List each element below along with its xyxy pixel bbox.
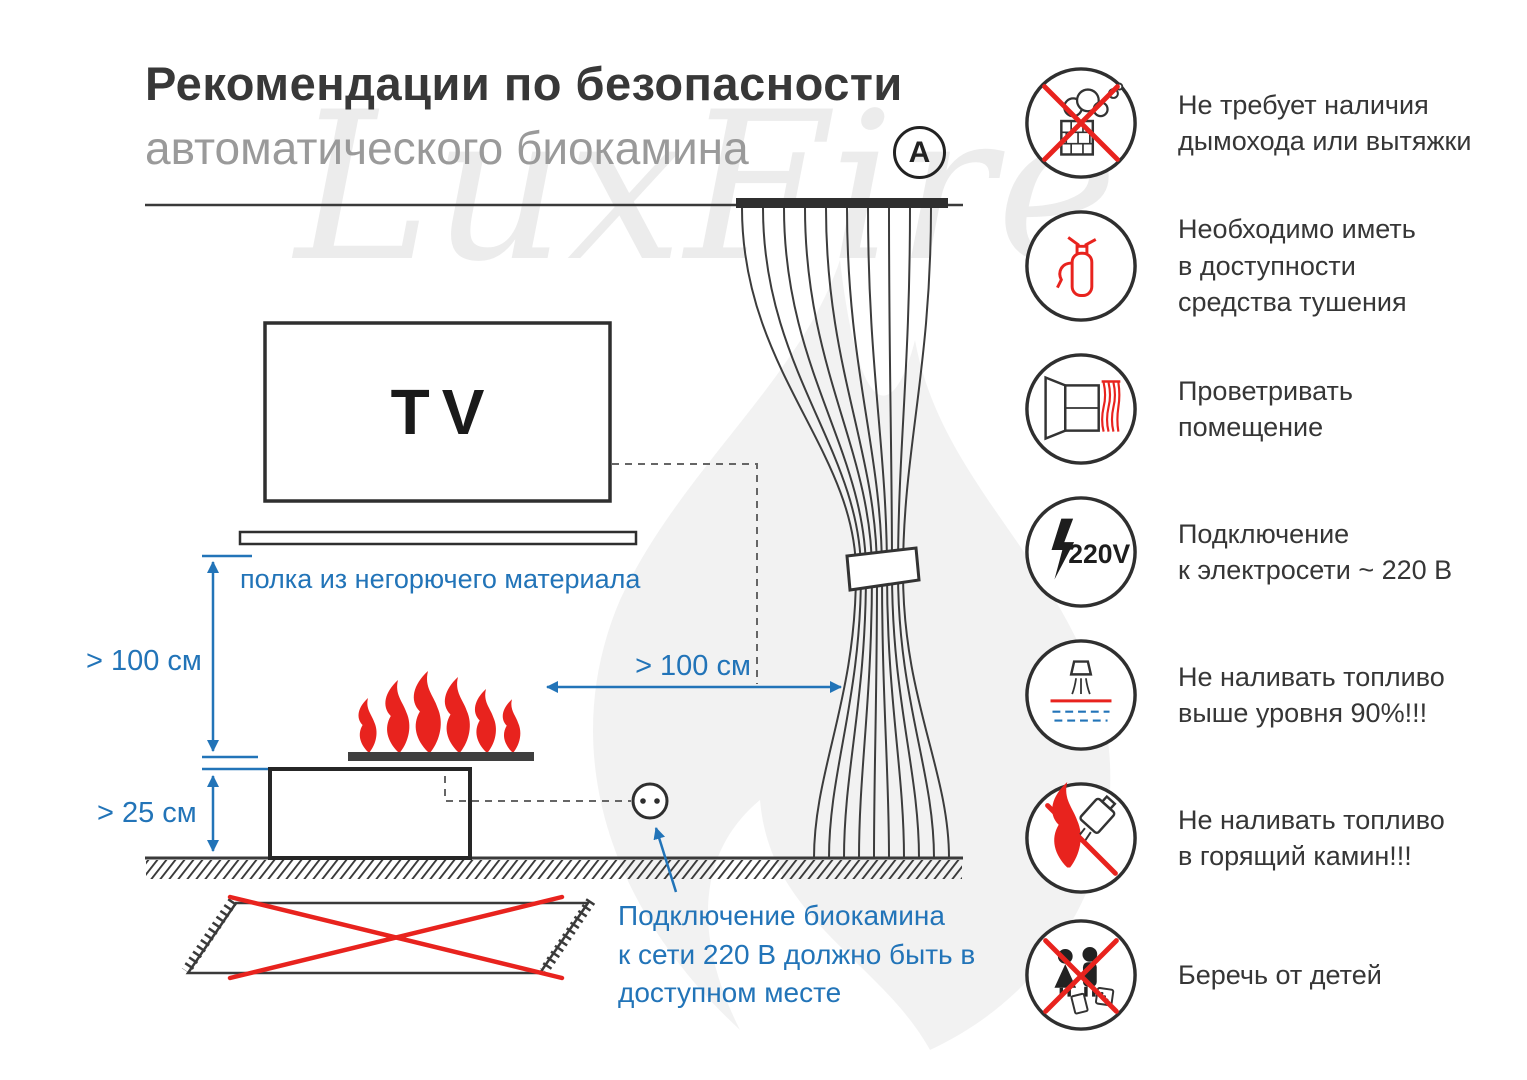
dimension-floor-height: > 25 см (97, 797, 197, 829)
socket-wiring-dashed (444, 776, 631, 802)
safety-item: Беречь от детей (1022, 916, 1382, 1034)
fireplace-body (268, 767, 472, 860)
page-title: Рекомендации по безопасности (145, 57, 903, 110)
safety-item: Проветривать помещение (1022, 350, 1353, 468)
shelf (238, 530, 638, 546)
power-220v-icon: 220V (1022, 493, 1140, 611)
fuel-level-icon (1022, 636, 1140, 754)
safety-caption: Проветривать помещение (1178, 375, 1353, 442)
dimension-curtain-distance: > 100 см (635, 650, 751, 682)
ventilation-icon (1022, 350, 1140, 468)
safety-list: Не требует наличия дымохода или вытяжки … (1022, 0, 1527, 1080)
brand-logo: A (893, 126, 946, 179)
no-refill-burning-icon (1022, 779, 1140, 897)
dimension-shelf-height: > 100 см (86, 645, 202, 677)
floor-hatching (146, 860, 962, 879)
safety-item: Не требует наличия дымохода или вытяжки (1022, 64, 1471, 182)
curtain-rail (736, 198, 948, 208)
safety-caption: Не наливать топливо в горящий камин!!! (1178, 804, 1445, 871)
burner-tray (348, 752, 534, 761)
safety-item: Не наливать топливо выше уровня 90%!!! (1022, 636, 1445, 754)
safety-item: Не наливать топливо в горящий камин!!! (1022, 779, 1445, 897)
safety-caption: Не наливать топливо выше уровня 90%!!! (1178, 661, 1445, 728)
tv-outline (263, 321, 612, 503)
keep-from-children-icon (1022, 916, 1140, 1034)
extinguisher-icon (1022, 207, 1140, 325)
no-chimney-icon (1022, 64, 1140, 182)
curtain (741, 207, 950, 859)
carpet-fringe-right (539, 898, 596, 974)
carpet (181, 894, 596, 981)
socket-pointer-arrow (653, 827, 678, 893)
voltage-badge: 220V (1068, 539, 1130, 569)
safety-caption: Подключение к электросети ~ 220 В (1178, 518, 1453, 585)
safety-item: Необходимо иметь в доступности средства … (1022, 207, 1416, 325)
dimension-lines (202, 554, 842, 852)
safety-item: 220V Подключение к электросети ~ 220 В (1022, 493, 1452, 611)
safety-caption: Не требует наличия дымохода или вытяжки (1178, 89, 1472, 156)
safety-caption: Беречь от детей (1178, 959, 1382, 990)
shelf-label: полка из негорючего материала (240, 564, 641, 594)
reference-dashed-line (612, 463, 758, 684)
page-subtitle: автоматического биокамина (145, 122, 749, 174)
safety-caption: Необходимо иметь в доступности средства … (1178, 214, 1416, 318)
power-socket (631, 782, 669, 820)
flames-icon (358, 671, 521, 752)
socket-note: Подключение биокамина к сети 220 В должн… (618, 900, 976, 1009)
curtain-tie (845, 546, 921, 592)
carpet-fringe-left (181, 898, 238, 974)
carpet-prohibited-cross (227, 894, 565, 981)
tv-label: TV (390, 376, 497, 448)
